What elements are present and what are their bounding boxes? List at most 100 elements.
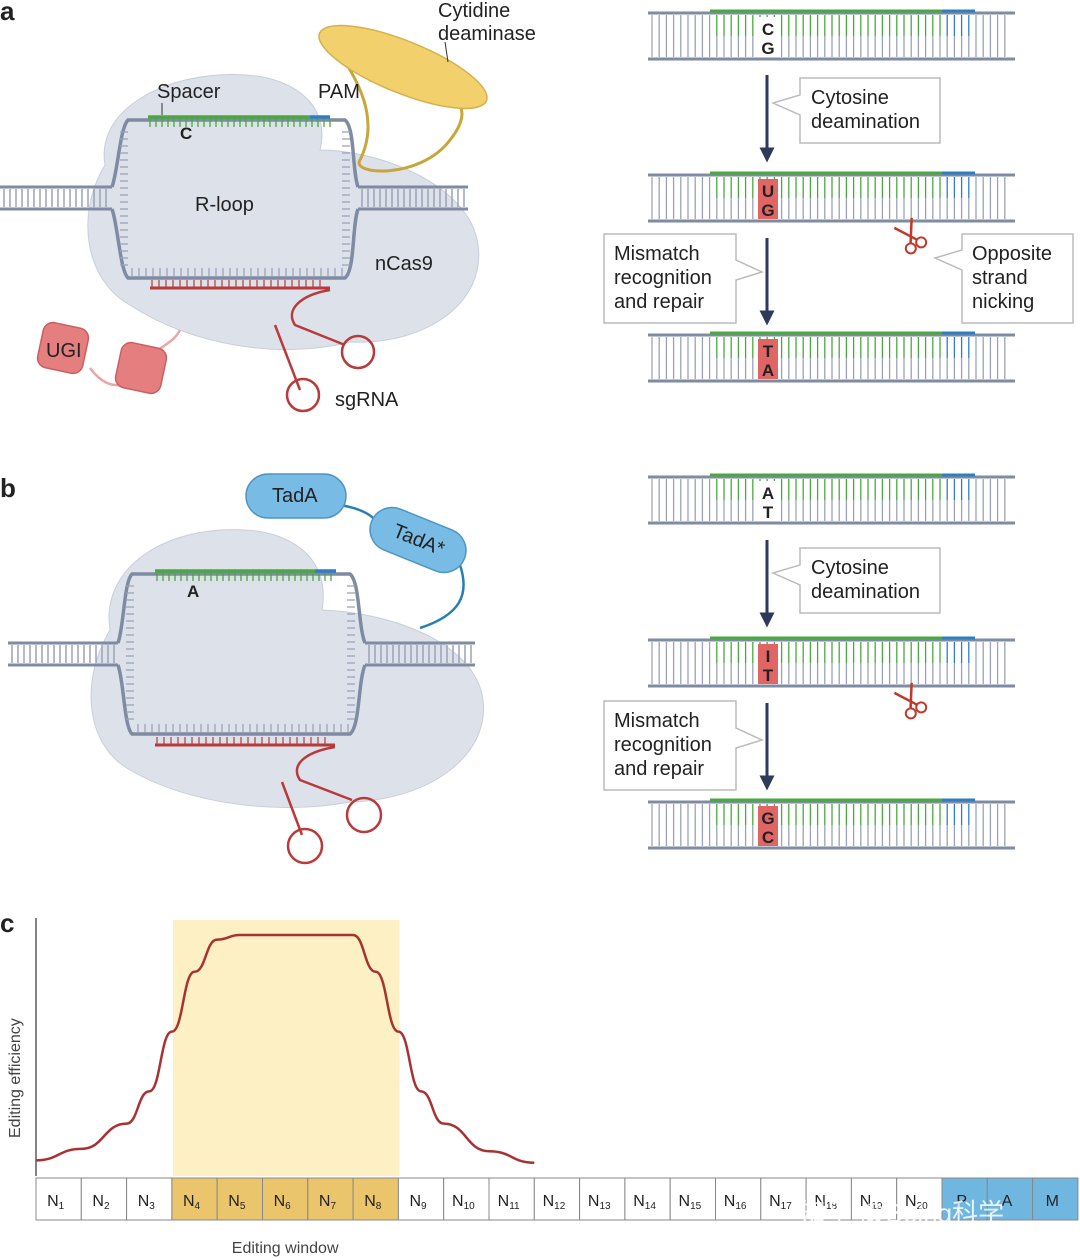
b-dna-step-1: AT	[648, 473, 1015, 525]
position-label: N17	[769, 1193, 792, 1212]
position-cell-N13: N13	[579, 1177, 626, 1221]
bottom-base: G	[761, 39, 774, 58]
callout-repair-a-line2: recognition	[614, 267, 712, 289]
rloop-left-teeth-b	[126, 585, 134, 720]
position-cell-N19: N19	[850, 1177, 898, 1221]
target-base-a: A	[187, 582, 199, 601]
panel-c-label: c	[0, 908, 14, 938]
edited-base-highlight	[758, 806, 778, 846]
callout-nicking-line1: Opposite	[972, 243, 1052, 265]
callout-repair-b-line2: recognition	[614, 734, 712, 756]
base-pair-rungs	[156, 573, 332, 581]
position-label: N10	[452, 1193, 475, 1212]
position-label: N1	[47, 1193, 65, 1212]
callout-repair-b-line3: and repair	[614, 758, 704, 780]
sgrna-label: sgRNA	[335, 389, 399, 411]
base-pair-rungs	[149, 119, 331, 127]
callout-deamination-b-line2: deamination	[811, 581, 920, 603]
dna-duplex-right	[358, 185, 468, 211]
dna-duplex-left-b	[8, 641, 118, 667]
tada-domain	[245, 473, 347, 519]
target-base-c: C	[180, 124, 192, 143]
base-pair-rungs	[151, 280, 321, 287]
position-cell-N8: N8	[352, 1177, 399, 1221]
ncas9-label: nCas9	[375, 253, 433, 275]
callout-nicking-a	[932, 233, 1074, 324]
ugi-domain-1	[36, 321, 90, 375]
position-cell-N2: N2	[80, 1177, 128, 1221]
position-label: N19	[860, 1193, 883, 1212]
edited-base-highlight	[758, 644, 778, 684]
rloop-right-teeth	[342, 131, 350, 266]
top-base: U	[762, 182, 774, 201]
rloop-bubble	[110, 118, 360, 280]
editing-window-shade	[172, 920, 400, 1176]
position-label: N4	[183, 1193, 201, 1212]
base-pair-rungs	[3, 189, 107, 207]
watermark: 知乎 @Being科学	[800, 1198, 1004, 1228]
position-label: N2	[92, 1193, 110, 1212]
bottom-base: A	[762, 361, 774, 380]
position-label: N11	[498, 1193, 520, 1212]
position-label: N15	[679, 1193, 702, 1212]
deaminase-leader	[444, 41, 449, 63]
b-dna-step-3: GC	[648, 798, 1015, 850]
panel-c: c Editing efficiency N1 N2 N3 N4 N5 N6 N7 N8 N9 N…	[0, 908, 1079, 1257]
position-label: N16	[724, 1193, 747, 1212]
position-label: N14	[633, 1193, 656, 1212]
top-base: C	[762, 20, 774, 39]
position-label: N3	[138, 1193, 156, 1212]
base-pair-rungs	[137, 724, 349, 732]
position-label: N6	[274, 1193, 292, 1212]
position-label: N5	[228, 1193, 246, 1212]
position-cell-N1: N1	[35, 1177, 82, 1221]
spacer-label: Spacer	[157, 81, 221, 103]
sgrna-stem-2	[290, 288, 346, 347]
position-label: N7	[319, 1193, 337, 1212]
deaminase-linker	[328, 39, 464, 173]
callout-deamination-b	[770, 547, 941, 614]
top-base: G	[761, 809, 774, 828]
dna-duplex-right-b	[365, 641, 475, 667]
position-label: M	[1046, 1193, 1059, 1210]
position-label: N20	[905, 1193, 928, 1212]
position-cell-N15: N15	[669, 1177, 717, 1221]
position-cell-N16: N16	[715, 1177, 762, 1221]
y-axis-label: Editing efficiency	[7, 1018, 24, 1138]
editing-efficiency-curve	[35, 933, 535, 1164]
rloop-left-teeth	[120, 131, 128, 266]
bottom-base: G	[761, 201, 774, 220]
scissors-icon	[893, 217, 928, 255]
panel-b-steps: AT IT GC	[648, 473, 1015, 850]
position-label: N18	[814, 1193, 837, 1212]
base-pair-rungs	[11, 645, 115, 663]
callout-deamination-a-line2: deamination	[811, 111, 920, 133]
position-label: A	[1002, 1193, 1013, 1210]
position-cell-N20: N20	[896, 1177, 943, 1221]
callout-deamination-a	[770, 77, 941, 144]
top-base: T	[763, 342, 774, 361]
rloop-right-teeth-b	[347, 585, 355, 720]
position-cell-N7: N7	[307, 1177, 354, 1221]
position-cell-N17: N17	[760, 1177, 807, 1221]
position-label: N8	[364, 1193, 382, 1212]
panel-b-label: b	[0, 473, 16, 503]
b-dna-step-2: IT	[648, 636, 1015, 688]
callout-repair-b	[603, 700, 765, 791]
position-label: N9	[409, 1193, 427, 1212]
panel-a: a Cytidine deaminase	[0, 0, 1074, 413]
sgrna-stem-1	[273, 324, 302, 391]
position-label: N12	[543, 1193, 566, 1212]
edited-base-highlight	[758, 179, 778, 219]
bottom-base: T	[763, 666, 774, 685]
a-dna-step-3: TA	[648, 331, 1015, 383]
edited-base-highlight	[758, 339, 778, 379]
tada-star-domain	[369, 506, 467, 574]
cytidine-label-1: Cytidine	[438, 0, 510, 22]
position-cell-N6: N6	[262, 1177, 309, 1221]
position-label: N13	[588, 1193, 611, 1212]
callout-repair-a-line3: and repair	[614, 291, 704, 313]
